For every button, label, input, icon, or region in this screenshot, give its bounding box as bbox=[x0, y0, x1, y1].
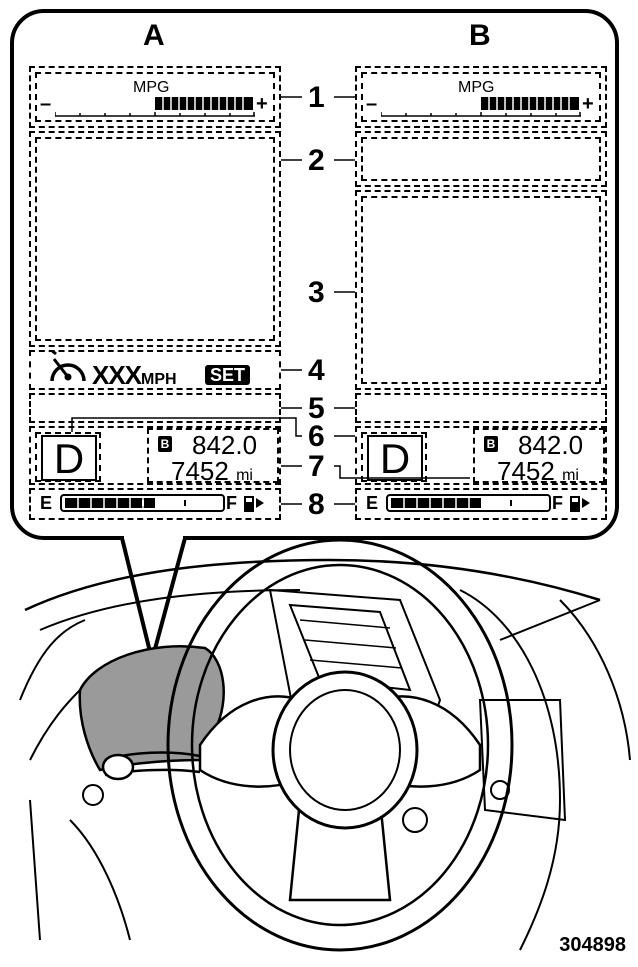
row-2-region bbox=[355, 131, 607, 187]
gear-position-indicator: D bbox=[367, 435, 423, 481]
callout-number-8: 8 bbox=[308, 488, 325, 521]
mpg-minus: – bbox=[40, 93, 52, 115]
fuel-empty-label: E bbox=[366, 493, 379, 513]
row-3-inner bbox=[361, 196, 601, 384]
trip-meter-value: 842.0 bbox=[518, 430, 584, 460]
mpg-bar-graph bbox=[55, 97, 255, 117]
cruise-speed: XXXMPH bbox=[92, 362, 177, 393]
column-label-a: A bbox=[143, 19, 165, 52]
mpg-gauge-region bbox=[29, 66, 281, 128]
row-3-region bbox=[355, 190, 607, 390]
callout-number-7: 7 bbox=[308, 450, 325, 483]
fuel-gauge-bar bbox=[60, 494, 264, 512]
cruise-region bbox=[29, 350, 281, 390]
odometer-unit: mi bbox=[236, 467, 253, 484]
fuel-full-label: F bbox=[552, 493, 563, 513]
odometer-unit: mi bbox=[562, 467, 579, 484]
mpg-plus: + bbox=[256, 93, 268, 115]
mpg-gauge-inner bbox=[35, 72, 275, 122]
cruise-control-icon bbox=[50, 351, 86, 382]
callout-number-3: 3 bbox=[308, 276, 325, 309]
callout-number-6: 6 bbox=[308, 420, 325, 453]
mpg-minus: – bbox=[366, 93, 378, 115]
callout-number-4: 4 bbox=[308, 354, 325, 387]
mpg-label: MPG bbox=[458, 79, 495, 96]
gear-box-dash bbox=[35, 432, 101, 482]
display-area-inner bbox=[35, 137, 275, 341]
row-2-inner bbox=[361, 137, 601, 181]
mpg-bar-graph bbox=[381, 97, 581, 117]
gear-box-dash bbox=[361, 432, 427, 482]
column-label-b: B bbox=[469, 19, 491, 52]
gear-odo-region bbox=[29, 426, 281, 485]
cruise-speed-value: XXX bbox=[92, 360, 142, 390]
callout-number-2: 2 bbox=[308, 144, 325, 177]
callout-number-5: 5 bbox=[308, 392, 325, 425]
mpg-plus: + bbox=[582, 93, 594, 115]
mpg-gauge-inner bbox=[361, 72, 601, 122]
trip-b-badge: B bbox=[158, 436, 172, 452]
odometer-box-dash bbox=[147, 428, 279, 483]
fuel-empty-label: E bbox=[40, 493, 53, 513]
gear-position-indicator: D bbox=[41, 435, 97, 481]
odometer-value: 7452 bbox=[171, 456, 229, 486]
fuel-gauge-bar bbox=[386, 494, 590, 512]
trip-meter-value: 842.0 bbox=[192, 430, 258, 460]
mpg-label: MPG bbox=[133, 79, 170, 96]
display-area-2-3 bbox=[29, 131, 281, 347]
callout-number-1: 1 bbox=[308, 81, 325, 114]
fuel-full-label: F bbox=[226, 493, 237, 513]
cruise-speed-unit: MPH bbox=[141, 371, 177, 388]
odometer-box-dash bbox=[473, 428, 605, 483]
odometer: 7452 mi bbox=[497, 458, 579, 489]
fuel-gauge-region bbox=[29, 488, 281, 520]
fuel-gauge-region bbox=[355, 488, 607, 520]
row-5-region bbox=[355, 393, 607, 423]
mpg-gauge-region bbox=[355, 66, 607, 128]
odometer: 7452 mi bbox=[171, 458, 253, 489]
odometer-value: 7452 bbox=[497, 456, 555, 486]
gear-odo-region bbox=[355, 426, 607, 485]
figure-id: 304898 bbox=[559, 934, 626, 956]
cruise-set-badge: SET bbox=[205, 365, 251, 385]
row-5-region bbox=[29, 393, 281, 423]
trip-b-badge: B bbox=[484, 436, 498, 452]
